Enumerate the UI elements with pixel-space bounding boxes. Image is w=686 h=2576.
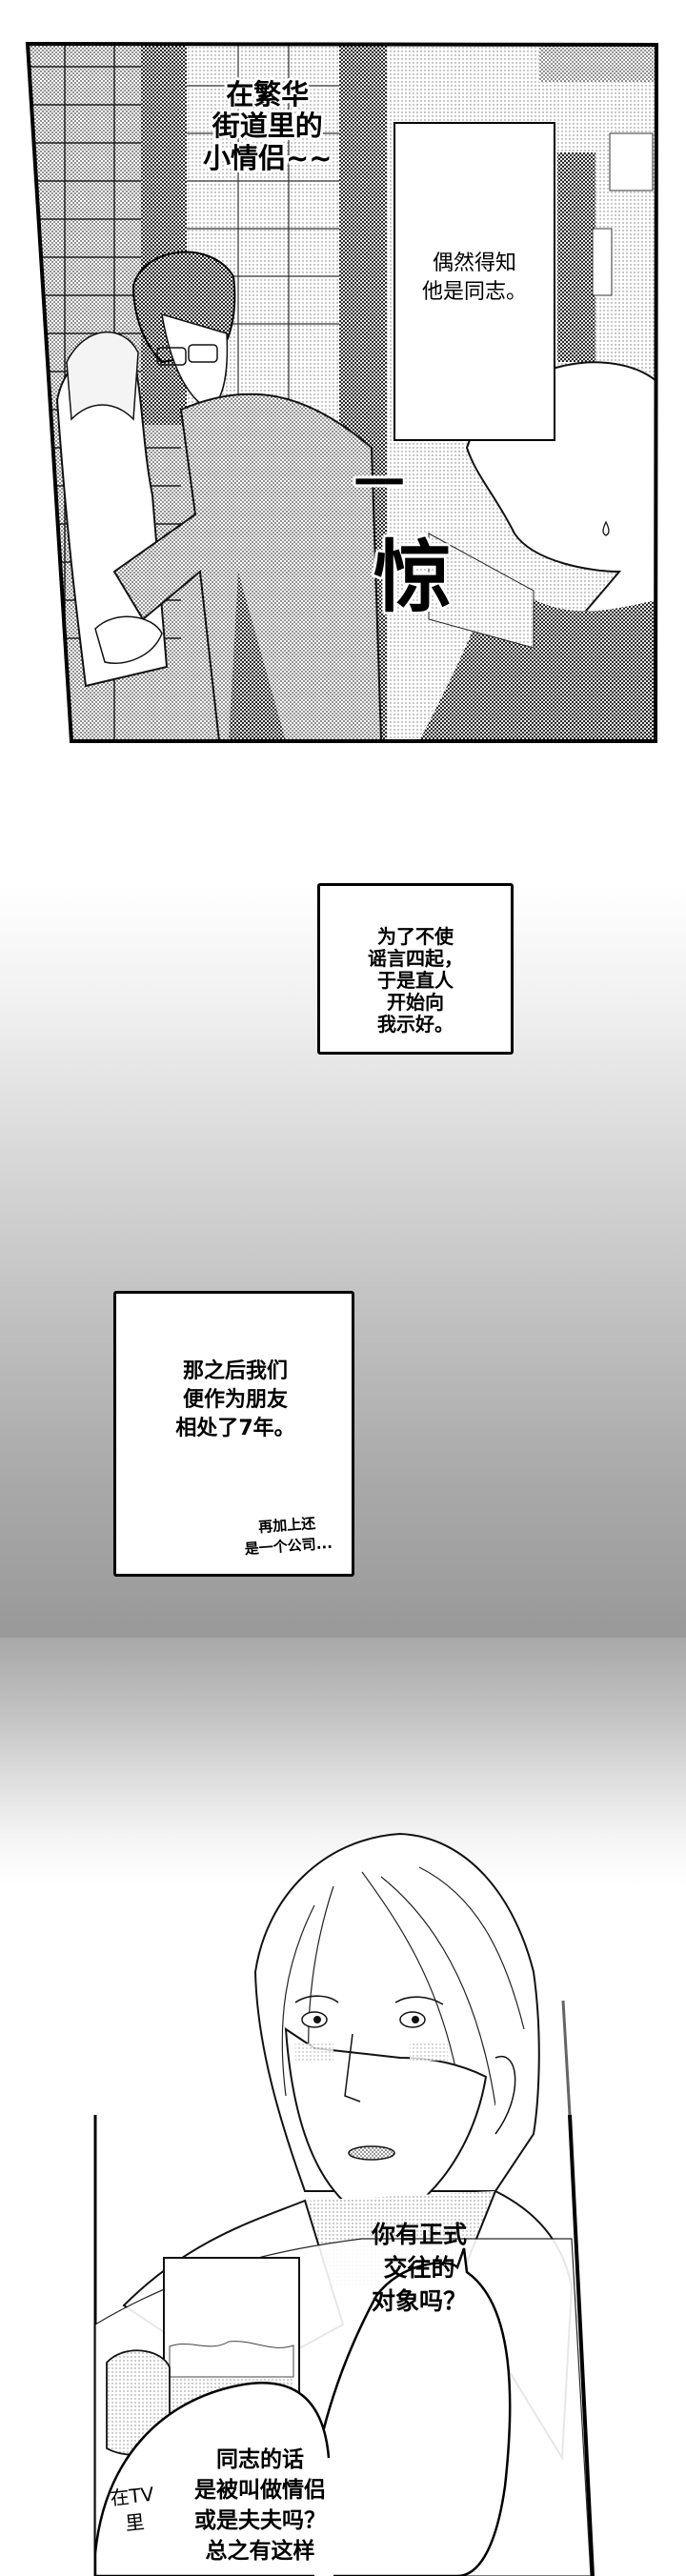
panel-3: 你有正式 交往的 对象吗？ 同志的话 是被叫做情侣 或是夫夫吗？ 总之有这样 在…: [0, 1791, 686, 2576]
narration-text-2: 为了不使 谣言四起， 于是直人 开始向 我示好。: [368, 925, 463, 1036]
panel-1: 在繁华 街道里的 小情侣~~ 偶然得知 他是同志。 一 惊: [0, 0, 686, 762]
sweat-drop-icon: [602, 520, 610, 536]
panel-1-artwork: [25, 41, 659, 743]
background-gradient-lower: [0, 1638, 686, 1885]
speech-bubble-right-text: 你有正式 交往的 对象吗？: [371, 2221, 467, 2315]
sfx-startle: 惊: [373, 533, 453, 623]
narration-box-1: 偶然得知 他是同志。: [393, 122, 555, 441]
narration-text-3: 那之后我们 便作为朋友 相处了7年。: [175, 1359, 295, 1440]
caption-busy-street-couple: 在繁华 街道里的 小情侣~~: [203, 78, 333, 174]
speech-bubble-left-text: 同志的话 是被叫做情侣 或是夫夫吗？ 总之有这样: [194, 2447, 326, 2564]
sfx-dash: 一: [354, 456, 405, 513]
narration-box-2: 为了不使 谣言四起， 于是直人 开始向 我示好。: [317, 883, 514, 1055]
speech-bubble-aside-text: 在TV 里: [109, 2482, 155, 2535]
narration-aside-3: 再加上还 是一个公司...: [244, 1514, 333, 1559]
narration-text-1: 偶然得知 他是同志。: [421, 252, 527, 304]
narration-box-3: 那之后我们 便作为朋友 相处了7年。 再加上还 是一个公司...: [113, 1291, 354, 1577]
panel-3-artwork: [93, 1832, 595, 2576]
